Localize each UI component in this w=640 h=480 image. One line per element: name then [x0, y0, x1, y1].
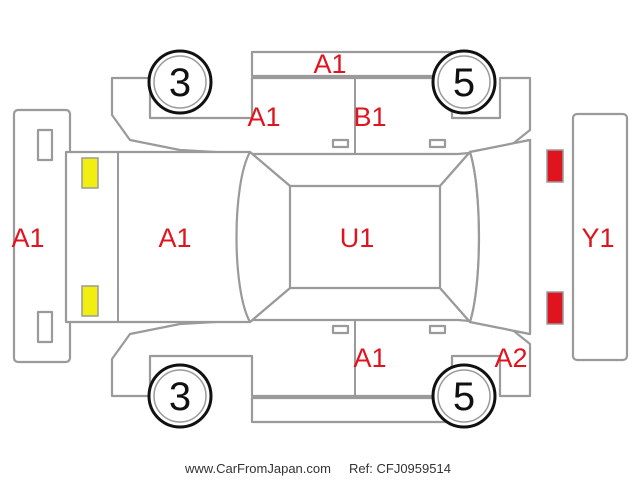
rear-left-tire-icon	[147, 363, 213, 429]
tire-number-rear-right: 5	[453, 375, 475, 419]
tire-number-rear-left: 3	[169, 375, 191, 419]
front-bumper-lower-vent	[36, 310, 54, 344]
rear-right-tire-rim-icon	[437, 369, 491, 423]
bottom-side-strip	[250, 396, 454, 424]
front-left-tire-icon	[147, 49, 213, 115]
front-right-tire-rim-icon	[437, 55, 491, 109]
left-headlight	[81, 157, 99, 189]
lower-side-profile	[110, 318, 532, 398]
footer-ref: Ref: CFJ0959514	[349, 461, 451, 476]
left-taillight	[546, 149, 564, 183]
right-taillight	[546, 291, 564, 325]
upper-front-door-handle	[331, 138, 350, 149]
code-rear-door-left: B1	[353, 102, 386, 132]
tire-number-front-right: 5	[453, 61, 475, 105]
top-side-strip	[250, 50, 454, 78]
upper-rear-door-handle	[428, 138, 447, 149]
rear-right-tire-icon	[431, 363, 497, 429]
lower-rear-door-handle	[428, 324, 447, 335]
code-rear-door-right: A1	[353, 343, 386, 373]
rear-left-tire-rim-icon	[153, 369, 207, 423]
tailgate	[468, 138, 532, 336]
front-left-tire-rim-icon	[153, 55, 207, 109]
lower-front-door-handle	[331, 324, 350, 335]
rear-bumper	[571, 112, 629, 362]
code-hood: A1	[158, 223, 191, 253]
code-front-door-left: A1	[247, 102, 280, 132]
upper-side-profile	[110, 76, 532, 156]
rear-window	[438, 150, 481, 324]
code-roof: U1	[340, 223, 375, 253]
footer-site: www.CarFromJapan.com	[184, 461, 331, 476]
tire-number-front-left: 3	[169, 61, 191, 105]
front-right-tire-icon	[431, 49, 497, 115]
right-headlight	[81, 285, 99, 317]
code-rear-quarter-right: A2	[494, 343, 527, 373]
windshield	[235, 150, 292, 324]
code-roof-edge-top: A1	[313, 49, 346, 79]
code-rear-bumper: Y1	[581, 223, 614, 253]
code-front-bumper: A1	[11, 223, 44, 253]
front-bumper-upper-vent	[36, 128, 54, 162]
